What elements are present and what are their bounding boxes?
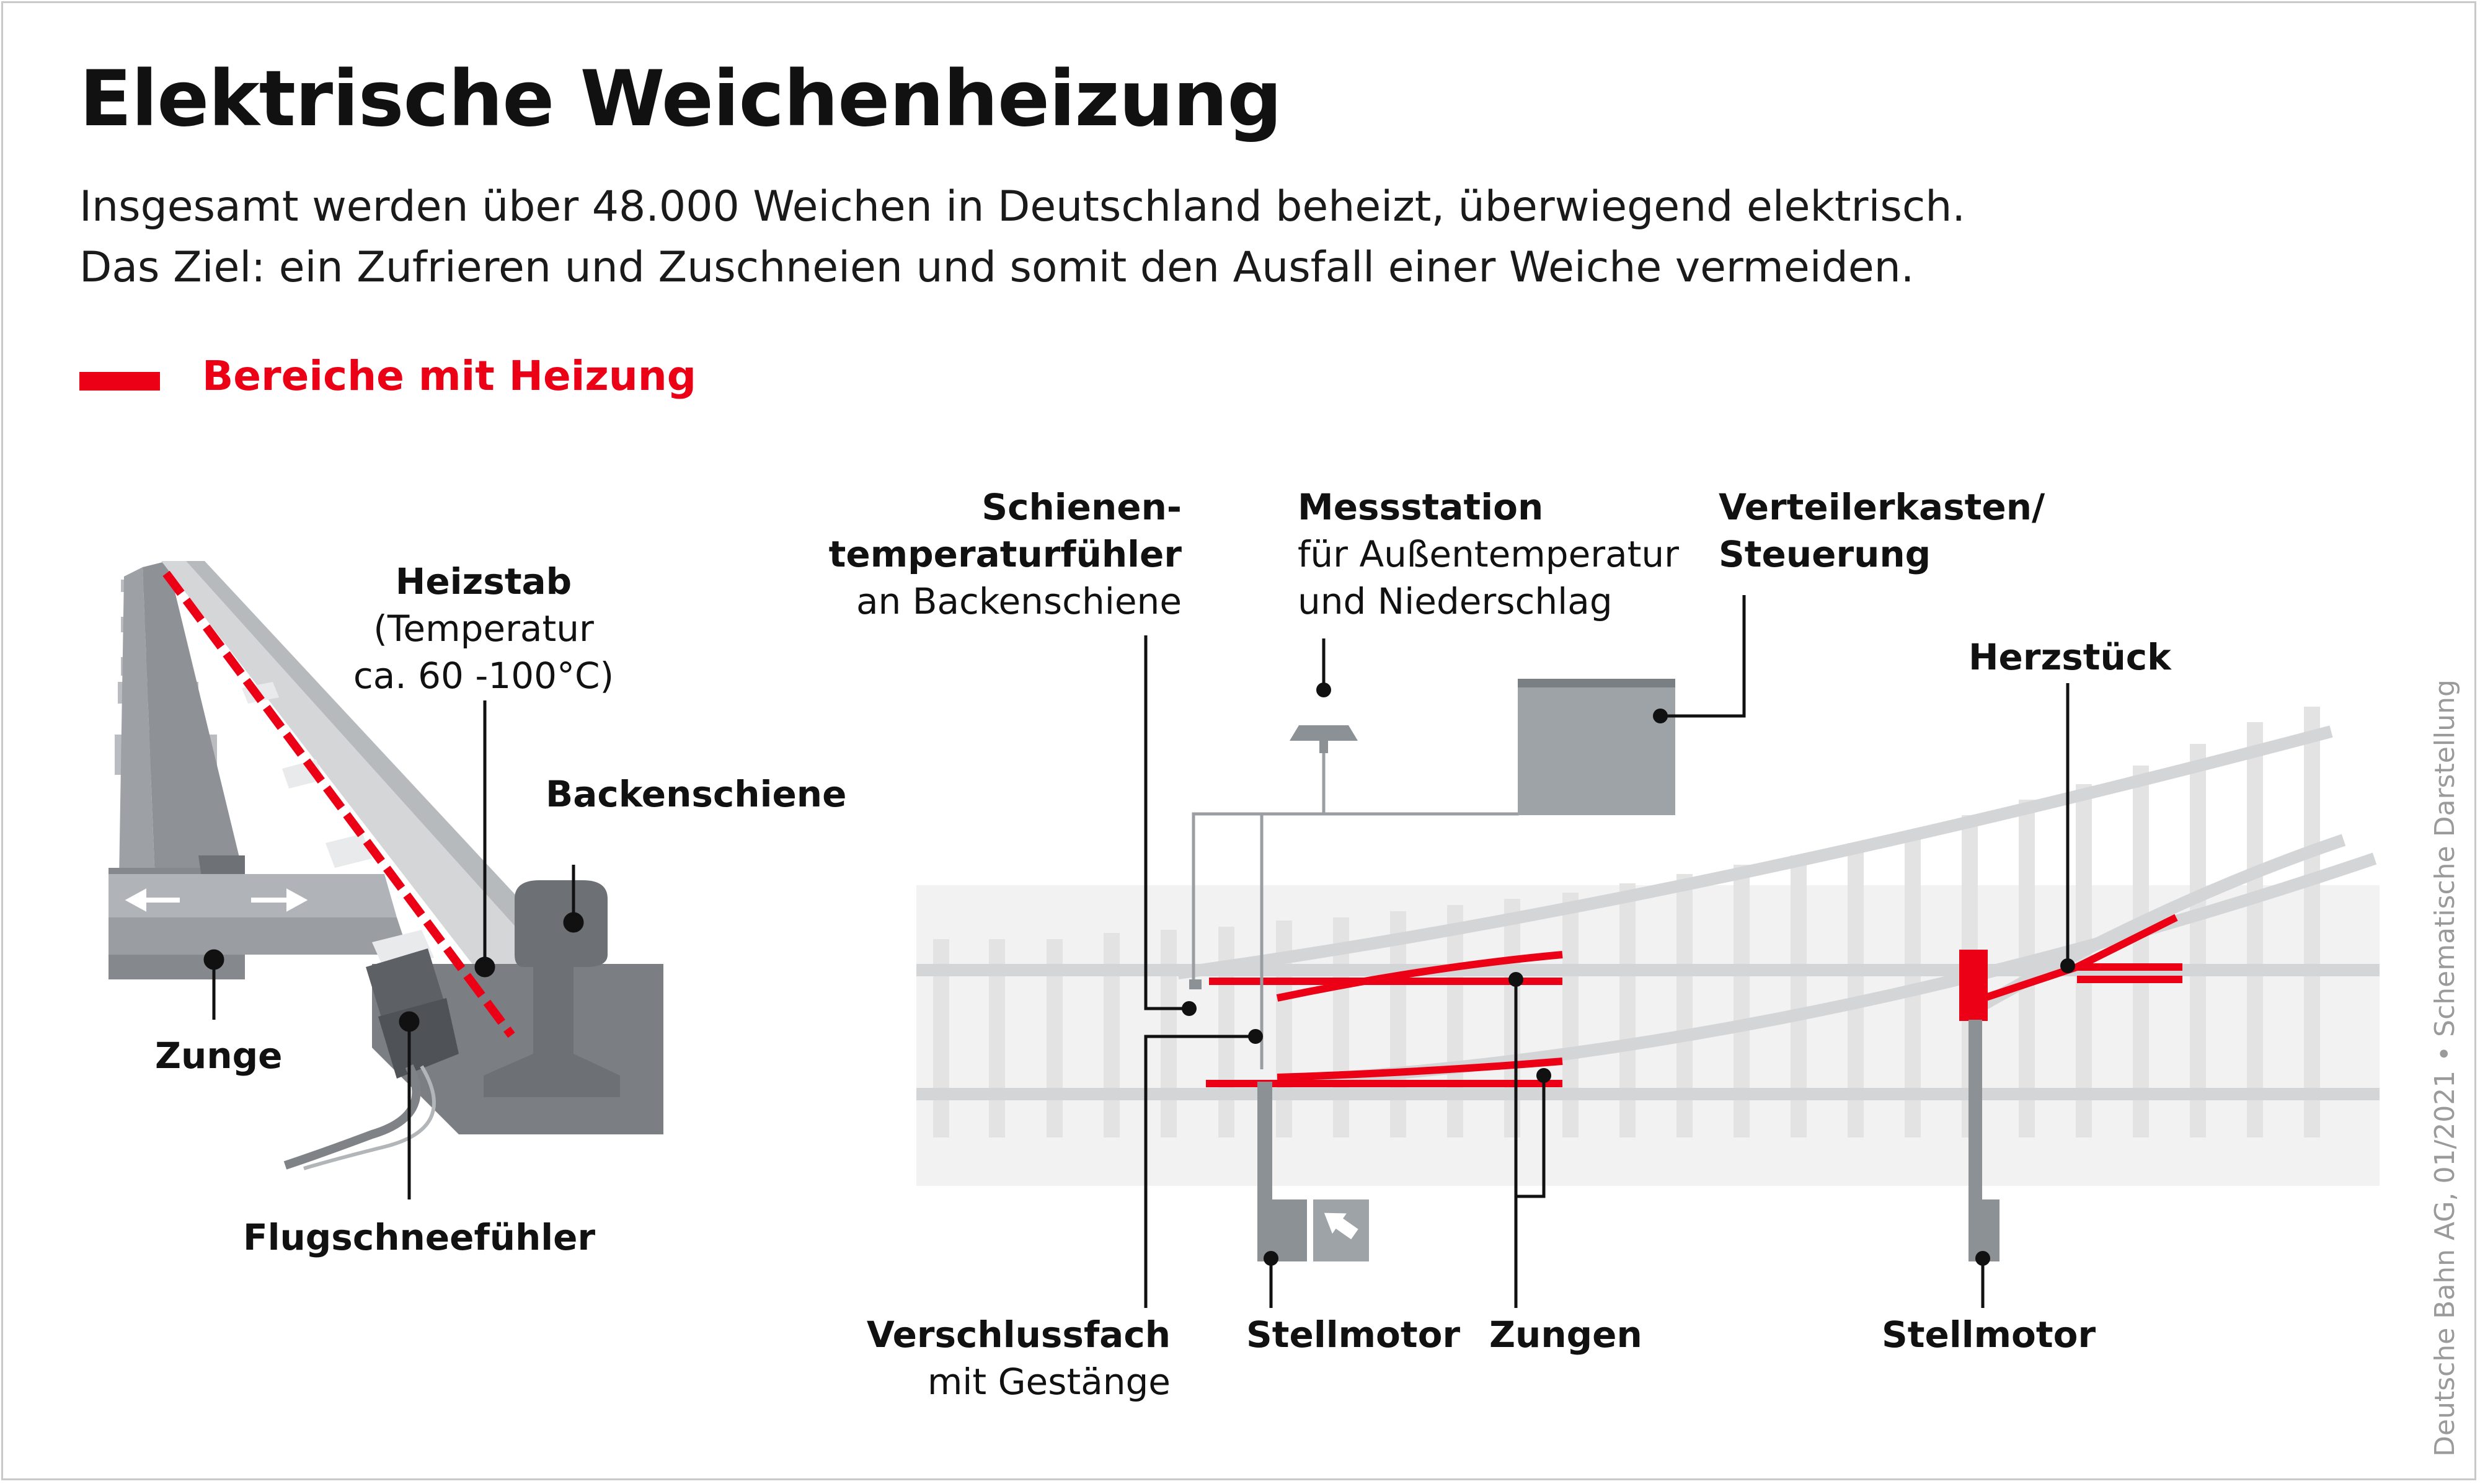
page-title: Elektrische Weichenheizung [79, 55, 1282, 144]
stellmotor-2-label: Stellmotor [1882, 1314, 2096, 1356]
messstation-cap [1290, 725, 1358, 741]
messstation-label: Messstation für Außentemperatur und Nied… [1298, 486, 1680, 622]
schienentemp-label: Schienen- temperaturfühler an Backenschi… [828, 486, 1182, 622]
backenschiene-profile [484, 880, 620, 1097]
arrow-icons [125, 888, 308, 912]
legend-label: Bereiche mit Heizung [202, 352, 697, 400]
zunge-rail-side [118, 567, 155, 955]
right-leaders [1144, 595, 2070, 1308]
control-wires [1192, 750, 1519, 1069]
subtitle-line-2: Das Ziel: ein Zufrieren und Zuschneien u… [79, 243, 1915, 292]
heating-sections [1206, 914, 2182, 1087]
heizstab-rod [162, 570, 515, 1038]
stellmotor-arrow-icon [1324, 1212, 1358, 1240]
backenschiene-label: Backenschiene [546, 773, 847, 815]
leader-dots [1182, 682, 2075, 1266]
herzstueck-label: Herzstück [1968, 636, 2171, 678]
legend-swatch [79, 372, 160, 391]
stellmotor-1-label: Stellmotor [1246, 1314, 1461, 1356]
credit-text: Deutsche Bahn AG, 01/2021 • Schematische… [2429, 679, 2461, 1457]
left-leaders [203, 700, 584, 1199]
subtitle: Insgesamt werden über 48.000 Weichen in … [79, 177, 1965, 298]
stellmotor-2-rod [1968, 1020, 1982, 1206]
stellmotor-1-rod [1257, 1082, 1272, 1206]
left-rail-diagram [108, 561, 663, 1199]
sleeper-front [108, 874, 397, 917]
herzstueck-heater [1959, 950, 1988, 1021]
zungen-label: Zungen [1489, 1314, 1642, 1356]
subtitle-line-1: Insgesamt werden über 48.000 Weichen in … [79, 182, 1965, 231]
verteiler-label: Verteilerkasten/ Steuerung [1719, 486, 2045, 575]
verteilerkasten-box [1518, 679, 1675, 815]
heizstab-label: Heizstab (Temperatur ca. 60 -100°C) [353, 560, 614, 697]
verschluss-label: Verschlussfach mit Gestänge [866, 1314, 1171, 1403]
zunge-label: Zunge [155, 1035, 283, 1077]
rail-temp-sensor [1189, 979, 1202, 989]
stellmotor-1-body [1257, 1199, 1307, 1261]
sensor-cable [283, 1064, 421, 1170]
flugschnee-label: Flugschneefühler [243, 1216, 596, 1258]
